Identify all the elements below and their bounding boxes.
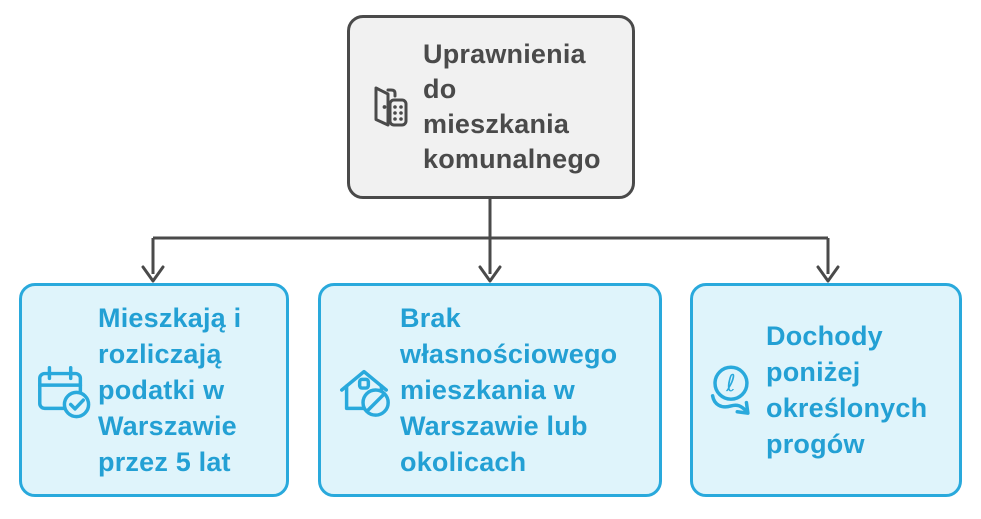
- arrowhead-center-icon: [478, 265, 502, 283]
- coin-currency-glyph: ℓ: [725, 370, 736, 397]
- coin-decrease-icon: ℓ: [710, 365, 750, 415]
- door-intercom-icon: [374, 86, 408, 127]
- arrowhead-left-icon: [141, 265, 165, 283]
- calendar-check-icon: [38, 366, 91, 419]
- house-prohibited-icon: [340, 369, 390, 417]
- arrowhead-right-icon: [816, 265, 840, 283]
